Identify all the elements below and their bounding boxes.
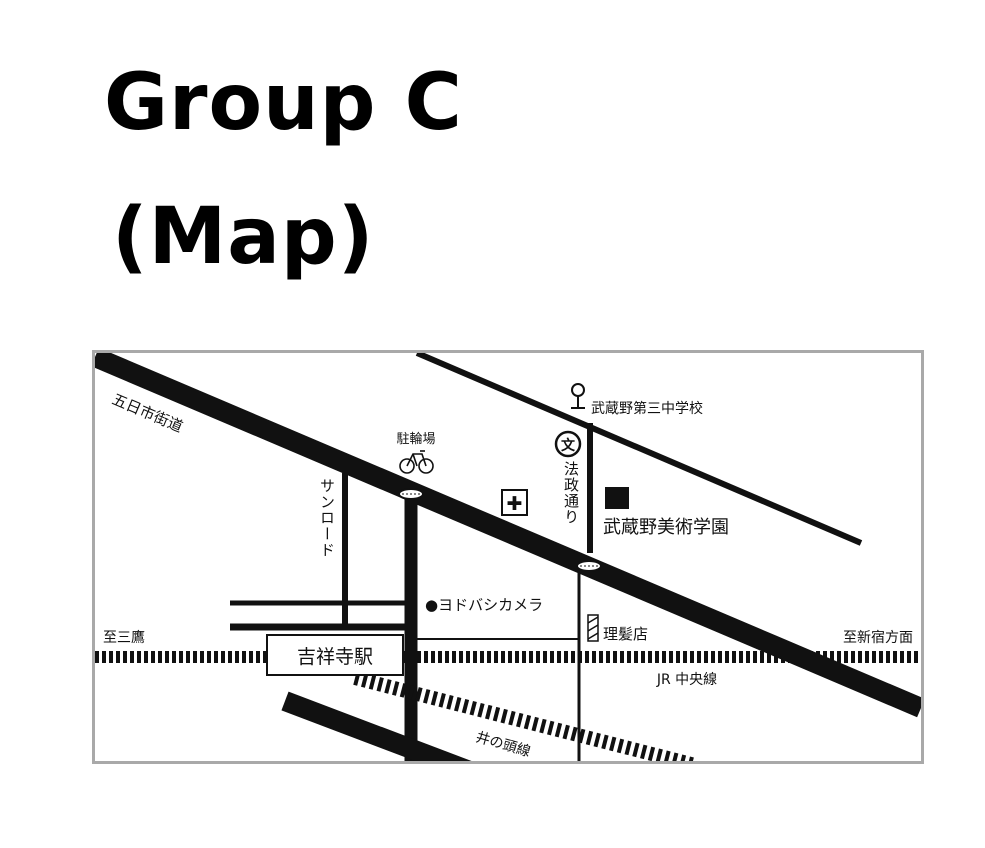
svg-text:✚: ✚: [507, 493, 523, 515]
musashino-3rd-jhs-label: 武蔵野第三中学校: [591, 400, 703, 417]
page-subtitle: (Map): [112, 192, 375, 282]
barber-label: 理髪店: [603, 625, 648, 643]
page-title: Group C: [104, 58, 463, 148]
itsukaichi-kaido-road: [95, 353, 921, 718]
crosswalk-marker: [576, 560, 602, 572]
kichijoji-station-box: [266, 634, 404, 676]
inokashira-line-label: 井の頭線: [474, 729, 532, 760]
bicycle-parking-label: 駐輪場: [396, 431, 435, 447]
map-canvas: 吉祥寺駅 五日市街道 サンロード 法政通り 文 武蔵野第三中学校 駐輪場: [95, 353, 921, 761]
to-mitaka-label: 至三鷹: [103, 630, 145, 646]
jr-chuo-line-label: JR 中央線: [656, 672, 717, 688]
junior-high-school-icon: [571, 383, 585, 409]
crosswalk-marker: [398, 488, 424, 500]
barber-pole-icon: [587, 614, 599, 642]
art-school-marker: [605, 487, 629, 509]
yodobashi-label: ●ヨドバシカメラ: [425, 596, 543, 614]
inokashira-line: [353, 671, 697, 761]
area-map: 吉祥寺駅 五日市街道 サンロード 法政通り 文 武蔵野第三中学校 駐輪場: [92, 350, 924, 764]
sun-road-label: サンロード: [318, 478, 336, 558]
lower-diagonal-road: [281, 691, 472, 761]
svg-text:文: 文: [561, 437, 576, 454]
bicycle-icon: [399, 450, 434, 474]
to-shinjuku-label: 至新宿方面: [843, 629, 913, 646]
hosei-dori-label: 法政通り: [562, 461, 580, 525]
kichijoji-station-label: 吉祥寺駅: [297, 646, 373, 668]
musashino-art-school-label: 武蔵野美術学園: [603, 517, 729, 538]
school-icon: 文: [554, 430, 582, 458]
hospital-icon: ✚: [501, 489, 528, 516]
upper-diagonal-road: [415, 353, 863, 546]
